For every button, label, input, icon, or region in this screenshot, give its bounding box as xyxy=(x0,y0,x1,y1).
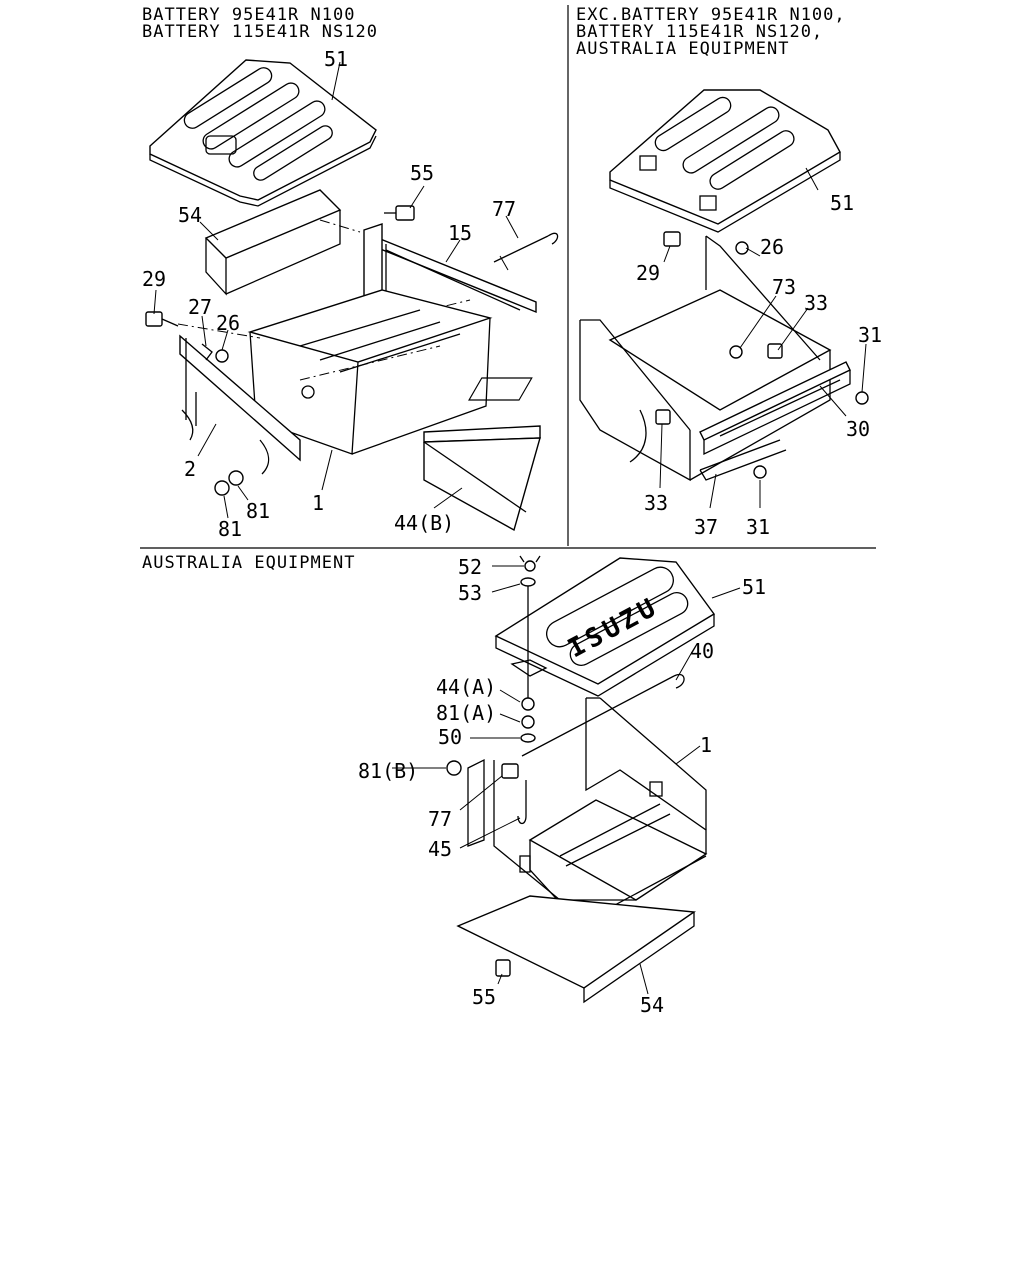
clip-part xyxy=(201,343,213,361)
nut-part xyxy=(735,241,749,255)
callout-label: 1 xyxy=(312,491,324,515)
callout-label: 51 xyxy=(324,47,348,71)
callout-label: 50 xyxy=(438,725,462,749)
callout-label: 81 xyxy=(218,517,242,541)
callout-label: 44(A) xyxy=(436,675,496,699)
nut-part xyxy=(521,697,535,711)
callout-label: 54 xyxy=(640,993,664,1017)
callout-label: 1 xyxy=(700,733,712,757)
battery-tray-part xyxy=(247,289,493,455)
callout-label: 27 xyxy=(188,295,212,319)
nut-part xyxy=(215,349,229,363)
callout-label: 26 xyxy=(760,235,784,259)
battery-tray-part xyxy=(468,235,832,482)
bracket-part xyxy=(204,189,342,296)
callout-label: 30 xyxy=(846,417,870,441)
callout-label: 51 xyxy=(742,575,766,599)
callout-label: 37 xyxy=(694,515,718,539)
bolt-part xyxy=(384,205,415,221)
nut-part xyxy=(214,480,230,496)
bolt-part xyxy=(495,959,511,977)
assembly-top-right: 51 26 29 73 33 31 30 33 37 31 xyxy=(468,89,882,539)
washer-part xyxy=(520,733,536,743)
header-bottom: AUSTRALIA EQUIPMENT xyxy=(142,553,355,573)
nut-part xyxy=(228,470,244,486)
callout-label: 55 xyxy=(472,985,496,1009)
header-line: AUSTRALIA EQUIPMENT xyxy=(576,39,789,59)
battery-cover-part xyxy=(609,89,841,233)
bracket-part xyxy=(467,758,485,847)
nut-part xyxy=(521,715,535,729)
header-line: BATTERY 95E41R N100 xyxy=(142,5,355,25)
header-top-left: BATTERY 95E41R N100 BATTERY 115E41R NS12… xyxy=(142,5,378,42)
rod-part xyxy=(521,673,685,757)
header-line: EXC.BATTERY 95E41R N100, xyxy=(576,5,846,25)
callout-label: 51 xyxy=(830,191,854,215)
callout-label: 77 xyxy=(428,807,452,831)
callout-label: 31 xyxy=(746,515,770,539)
callout-label: 15 xyxy=(448,221,472,245)
callout-label: 77 xyxy=(492,197,516,221)
bracket-part xyxy=(699,439,787,481)
callout-label: 73 xyxy=(772,275,796,299)
plate-part xyxy=(363,223,537,314)
bolt-part xyxy=(501,763,519,779)
callout-label: 29 xyxy=(142,267,166,291)
rod-part xyxy=(493,232,559,271)
side-bracket-part xyxy=(179,334,301,475)
washer-part xyxy=(520,577,536,587)
callout-label: 29 xyxy=(636,261,660,285)
nut-part xyxy=(753,465,767,479)
callout-label: 81 xyxy=(246,499,270,523)
battery-cover-part xyxy=(149,59,377,207)
rail-part xyxy=(699,361,851,456)
wing-nut-part xyxy=(519,555,541,572)
nut-part xyxy=(446,760,462,776)
bolt-part xyxy=(145,311,179,327)
nut-part xyxy=(855,391,869,405)
header-top-right: EXC.BATTERY 95E41R N100, BATTERY 115E41R… xyxy=(576,5,846,59)
callout-label: 54 xyxy=(178,203,202,227)
header-line: BATTERY 115E41R NS120 xyxy=(142,22,378,42)
callout-label: 31 xyxy=(858,323,882,347)
battery-cover-part: ISUZU xyxy=(494,557,716,697)
battery-tray-part xyxy=(493,697,708,928)
callout-label: 53 xyxy=(458,581,482,605)
nut-part xyxy=(729,345,743,359)
callout-label: 2 xyxy=(184,457,196,481)
plate-part xyxy=(456,895,696,1004)
bolt-part xyxy=(767,343,783,359)
j-bolt-part xyxy=(517,780,527,825)
callout-label: 55 xyxy=(410,161,434,185)
bolt-part xyxy=(655,409,671,425)
callout-label: 33 xyxy=(644,491,668,515)
pad-part xyxy=(423,425,541,532)
header-line: AUSTRALIA EQUIPMENT xyxy=(142,553,355,573)
callout-label: 52 xyxy=(458,555,482,579)
assembly-top-left: 51 55 77 15 54 29 27 26 2 81 81 1 44(B) xyxy=(142,47,559,541)
header-line: BATTERY 115E41R NS120, xyxy=(576,22,823,42)
callout-label: 81(B) xyxy=(358,759,418,783)
callout-label: 44(B) xyxy=(394,511,454,535)
callout-label: 33 xyxy=(804,291,828,315)
callout-label: 45 xyxy=(428,837,452,861)
callout-label: 26 xyxy=(216,311,240,335)
callout-label: 40 xyxy=(690,639,714,663)
bolt-part xyxy=(663,231,681,247)
callout-label: 81(A) xyxy=(436,701,496,725)
assembly-bottom: ISUZU xyxy=(358,555,766,1017)
